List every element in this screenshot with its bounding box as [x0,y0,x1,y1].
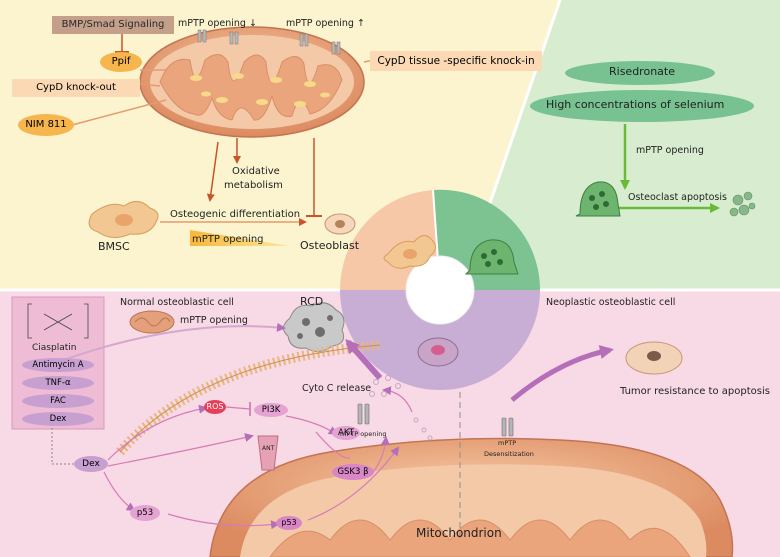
cypd-knockout-label: CypD knock-out [12,79,140,97]
selenium-label: High concentrations of selenium [546,98,725,111]
rcd-cell [283,302,345,352]
normal-cell-label: Normal osteoblastic cell [120,297,234,308]
metabolism-label: metabolism [224,180,283,191]
mptp-opening-normal-label: mPTP opening [180,315,248,326]
osteoclast-cell-disc [464,239,519,275]
neoplastic-cell [625,341,683,375]
risedronate-label: Risedronate [609,65,675,78]
bmsc-cell-upper [88,201,159,238]
cisplatin-label: Ciasplatin [32,343,77,353]
pi3k-pill: PI3K [254,403,288,417]
inducer-antimycin: Antimycin A [22,358,94,372]
cytoc-label: Cyto C release [302,383,372,394]
mptp-desens-label: mPTP [498,439,517,447]
selenium-pill [530,90,754,122]
ros-pill: ROS [204,400,226,414]
desensitization-label: Desensitization [484,450,534,458]
inducer-fac: FAC [22,394,94,408]
cypd-knockin-label: CypD tissue -specific knock-in [370,51,542,71]
mitochondrion-upper [139,26,365,138]
nim811-pill: NIM 811 [18,114,74,136]
bmsc-cell-disc [383,235,436,269]
mptp-opening-green-label: mPTP opening [636,145,704,156]
oxidative-label: Oxidative [232,166,280,177]
ant-channel [257,435,279,471]
mptp-opening-wedge [190,230,290,246]
risedronate-pill [565,61,715,85]
cisplatin-structure [27,303,89,339]
osteoclast-apoptosis-label: Osteoclast apoptosis [628,192,727,203]
mini-mitochondrion [129,310,175,334]
neoplastic-label: Neoplastic osteoblastic cell [546,297,676,308]
mptp-opening-up-label: mPTP opening ↑ [286,18,365,29]
osteogenic-label: Osteogenic differentiation [170,209,301,220]
p53-pill: p53 [130,505,160,521]
rcd-label: RCD [300,295,324,308]
bmsc-label: BMSC [98,240,130,253]
osteoblast-cell-disc [417,337,459,367]
tumor-resistance-label: Tumor resistance to apoptosis [620,386,770,397]
lower-connectors [51,322,614,530]
upper-connectors [71,34,375,226]
mptp-hub [405,255,475,325]
dex-pill: Dex [74,456,108,472]
mptp-opening-wedge-label: mPTP opening [192,234,264,245]
mptp-opening-down-label: mPTP opening ↓ [178,18,257,29]
osteoblast-cell-upper [324,213,356,235]
ppif-pill: Ppif [100,52,142,72]
mitochondrion-label: Mitochondrion [416,526,502,540]
p53-mito-pill: p53 [276,516,302,530]
cytoc-vesicles [369,375,433,441]
osteoclast-cell-panel [575,181,621,217]
osteoblast-label-upper: Osteoblast [300,239,360,252]
akt-pill: AKT [332,426,360,440]
apoptotic-fragments [729,191,756,217]
ant-label: ANT [262,445,275,452]
gsk3b-pill: GSK3 β [332,464,374,480]
mptp-opening-small-label: mPTP opening [340,430,387,438]
inducer-dex: Dex [22,412,94,426]
bmp-smad-label: BMP/Smad Signaling [52,16,174,34]
inducer-tnf: TNF-α [22,376,94,390]
mptp-pores-lower [357,403,514,437]
